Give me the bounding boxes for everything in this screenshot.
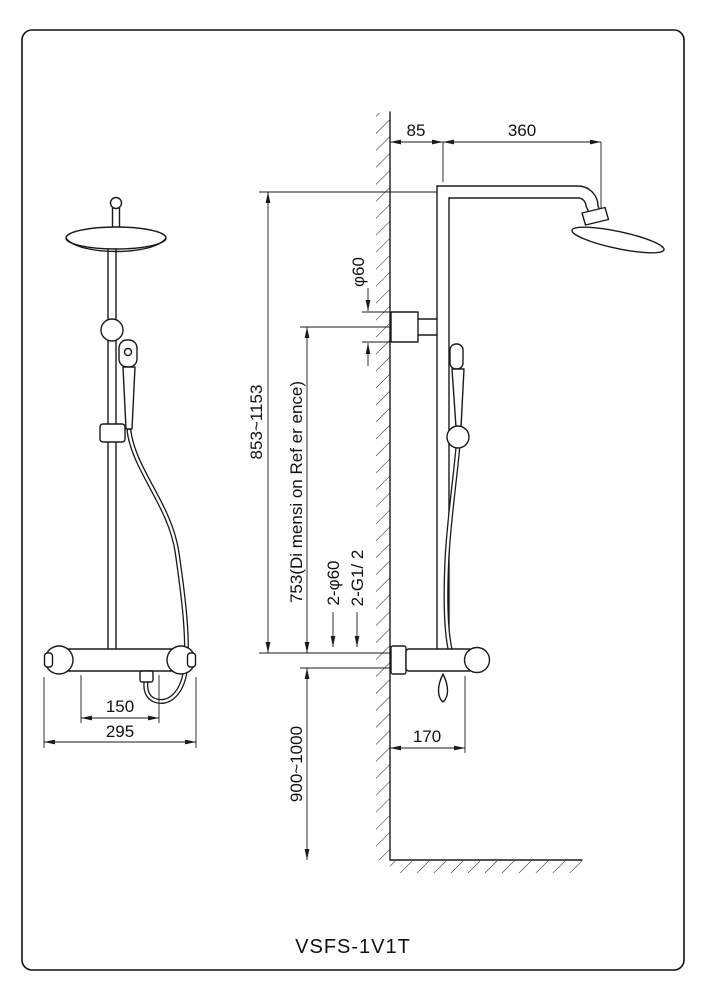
floor-hatch <box>390 861 582 873</box>
head-top-ball <box>109 196 123 210</box>
side-view <box>259 111 665 873</box>
dim-360-label: 360 <box>508 121 536 140</box>
slider-clamp-side <box>446 425 470 449</box>
wall-union-escutcheon <box>390 311 419 343</box>
front-view-dimensions: 150 295 <box>43 675 197 748</box>
hand-shower-handle-front <box>122 366 136 430</box>
top-arm-outer <box>436 185 603 216</box>
dim-853-1153-label: 853~1153 <box>247 385 266 460</box>
dim-2-g12-label: 2-G1/ 2 <box>348 550 367 607</box>
mixer-handle-side <box>463 646 491 674</box>
dim-phi60-label: φ60 <box>349 257 368 287</box>
top-arm-inner <box>448 197 591 216</box>
dim-85-label: 85 <box>407 121 426 140</box>
front-view <box>43 196 197 704</box>
head-connector-nut <box>581 206 610 226</box>
wall-hatch <box>376 113 390 860</box>
diverter-knob-front <box>100 318 124 342</box>
rain-shower-head-front <box>65 226 167 250</box>
rain-shower-head-side <box>571 226 665 254</box>
dim-753-reference-label: 753(Di mensi on Ref er ence) <box>287 381 306 603</box>
dim-150-label: 150 <box>106 697 134 716</box>
side-view-dimensions: 85 360 φ60 853~1153 753(Di mensi on Ref … <box>247 121 601 860</box>
dim-900-1000-label: 900~1000 <box>287 726 306 802</box>
dim-2-phi60-label: 2-φ60 <box>324 560 343 605</box>
mixer-outlet-drop <box>437 673 449 703</box>
dim-295-label: 295 <box>106 722 134 741</box>
model-label: VSFS-1V1T <box>295 936 411 958</box>
dim-170-label: 170 <box>413 727 441 746</box>
mixer-body-side <box>405 648 473 672</box>
hose-outlet-stub <box>139 670 154 683</box>
sheet-border <box>21 29 685 971</box>
mixer-body-front <box>63 648 177 672</box>
hand-shower-head-side <box>449 343 464 370</box>
hand-shower-handle-side <box>451 368 465 428</box>
hand-shower-head-front <box>118 339 138 368</box>
slider-clamp-front <box>99 423 126 443</box>
mixer-inlet-flange <box>390 645 407 675</box>
